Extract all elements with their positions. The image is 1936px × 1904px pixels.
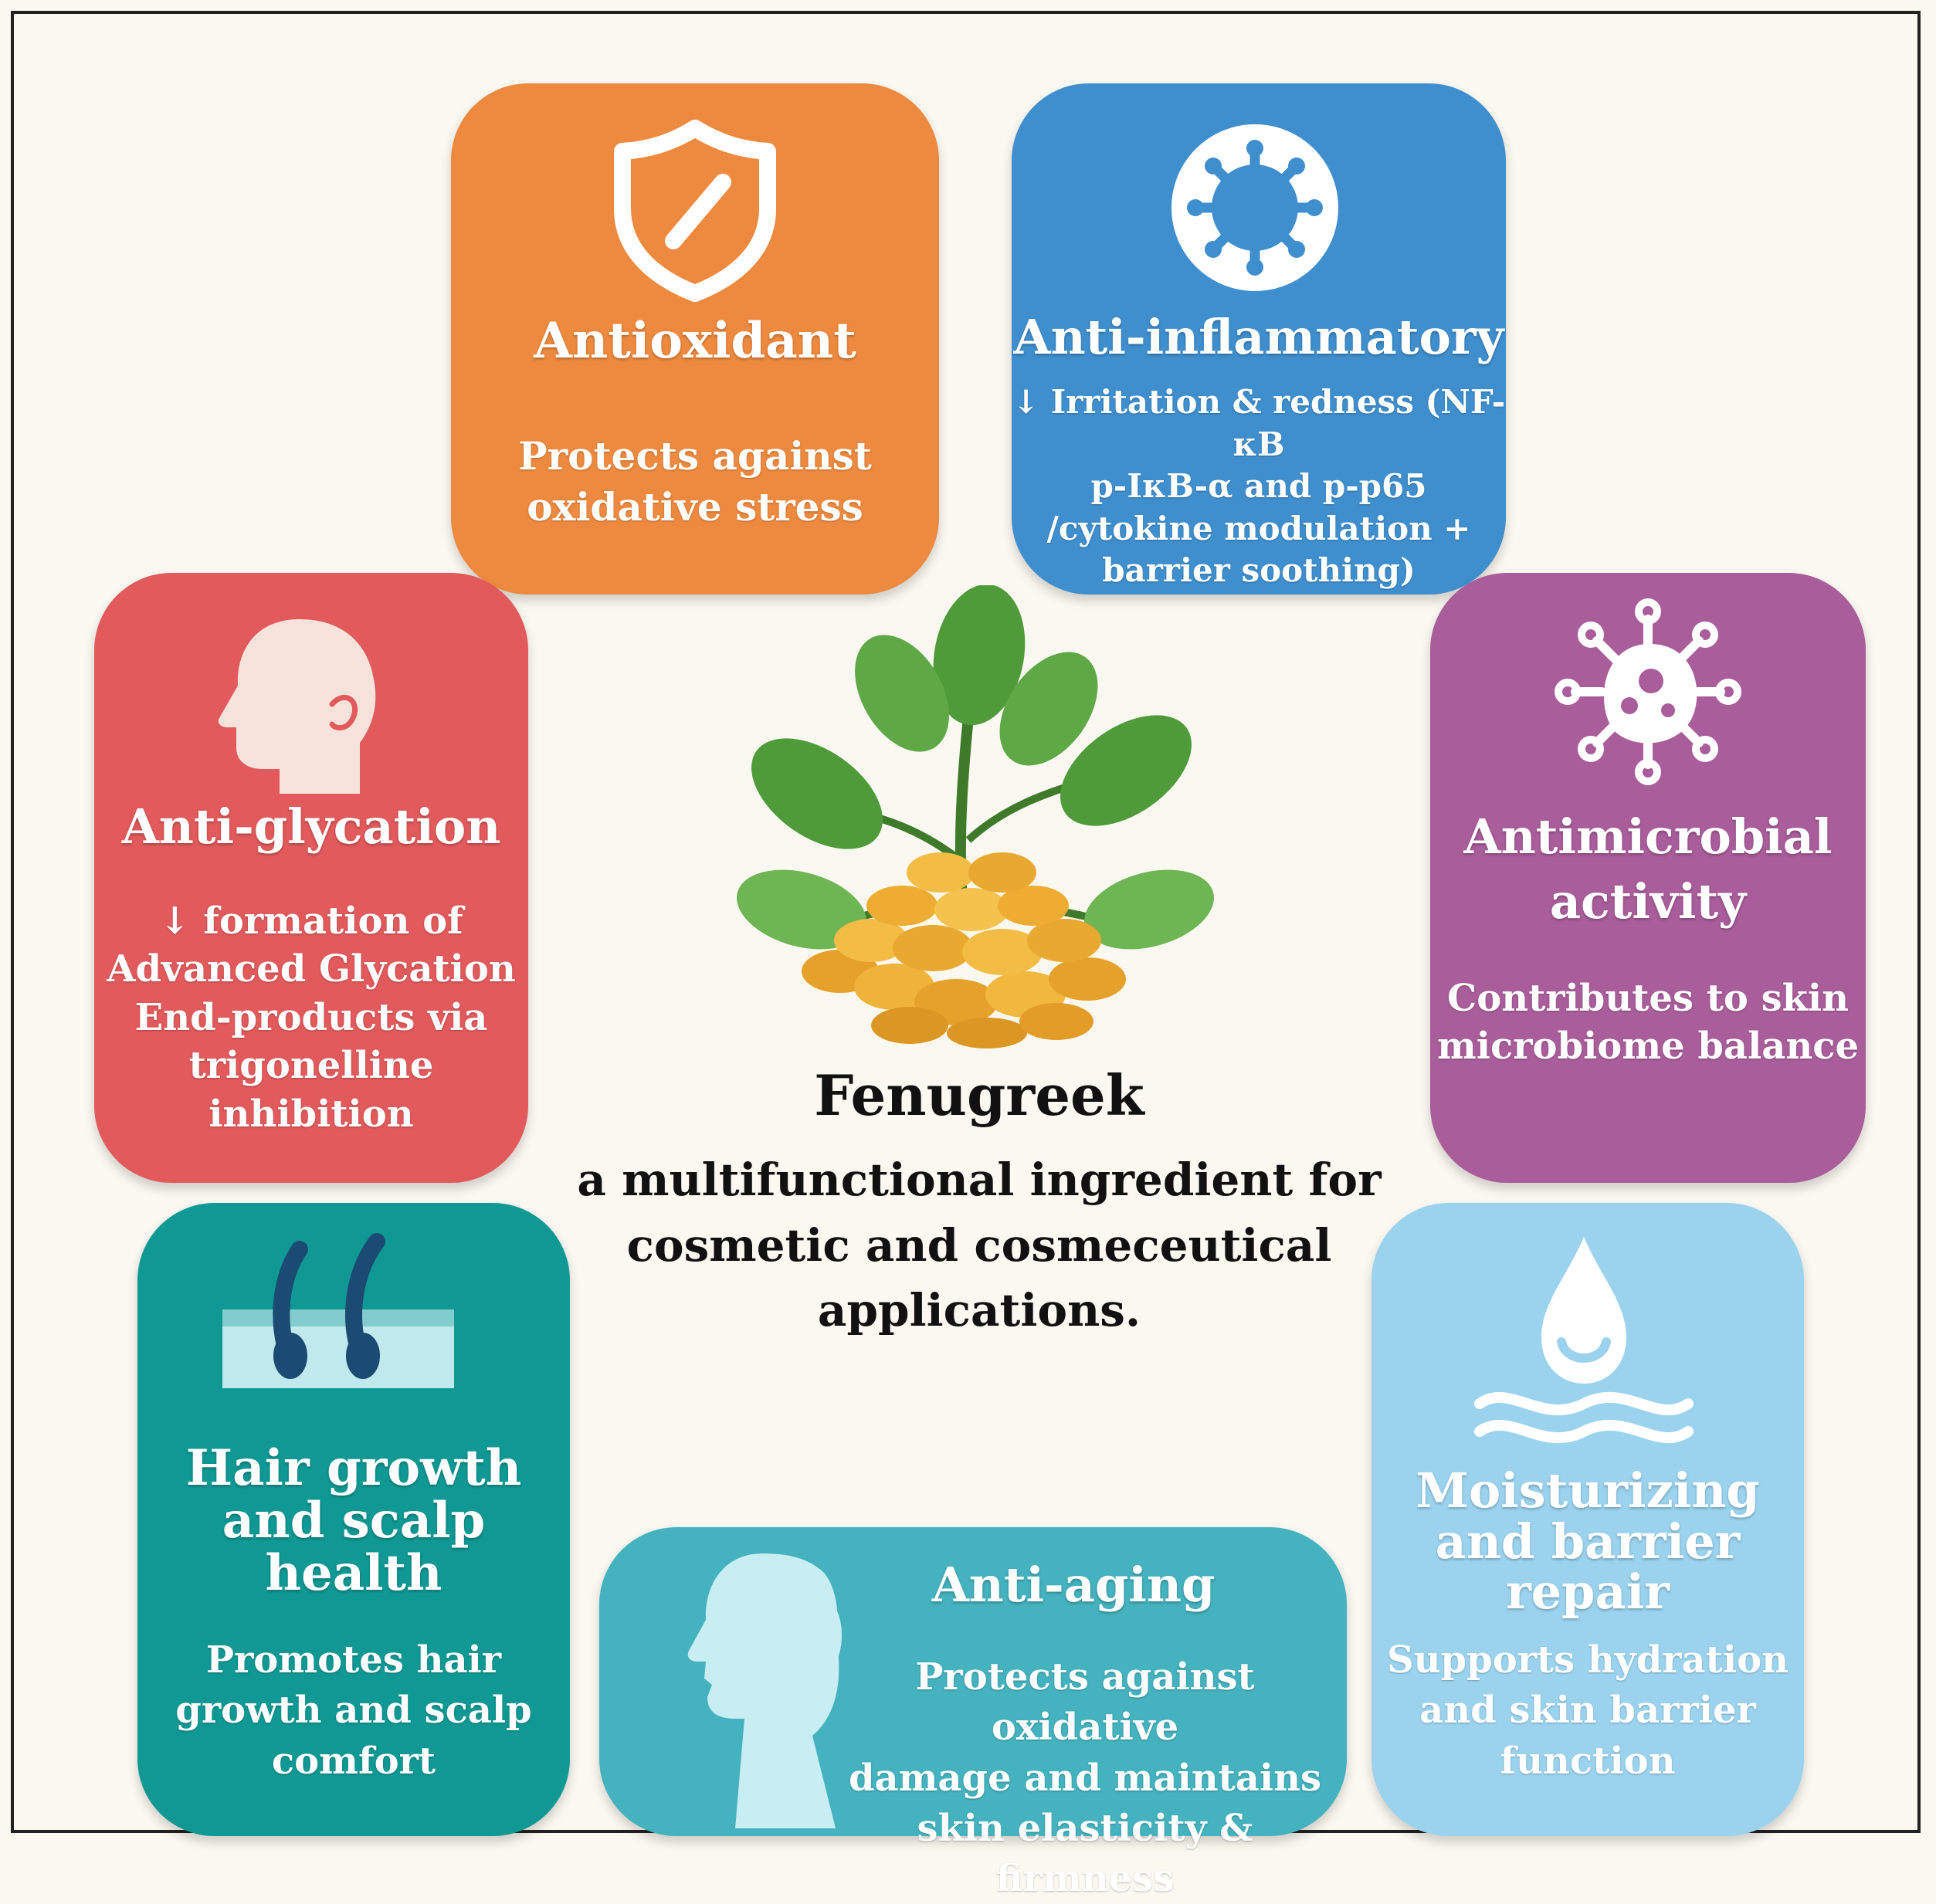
card-title: Anti-glycation [121,798,501,855]
fenugreek-plant-icon [737,585,1214,1049]
card-description: Supports hydration and skin barrier func… [1387,1638,1789,1783]
card-anti-glycation: Anti-glycation ↓ formation of Advanced G… [94,573,528,1183]
card-description: ↓ formation of Advanced Glycation End-pr… [107,899,516,1136]
center-title: Fenugreek [814,1062,1144,1128]
card-title: Antioxidant [534,312,856,370]
card-title: Anti-aging [931,1557,1216,1613]
card-hair-growth: Hair growth and scalp health Promotes ha… [137,1203,570,1836]
card-description: Promotes hair growth and scalp comfort [175,1638,532,1783]
woman-profile-icon [687,1553,842,1828]
card-title: Anti-inflammatory [1013,309,1504,365]
card-description: Protects against oxidative stress [518,433,872,530]
center-subtitle: a multifunctional ingredient for cosmeti… [577,1154,1382,1337]
seed-pile [802,852,1126,1049]
diagram-canvas: Antioxidant Protects against oxidative s… [11,11,1921,1900]
head-profile-icon [218,619,376,794]
card-title: Moisturizing and barrier repair [1416,1462,1760,1621]
card-description: ↓ Irritation & redness (NF-κB p-IκB-α an… [1012,383,1506,590]
card-description: Protects against oxidative damage and ma… [848,1655,1322,1901]
shield-icon [614,120,776,302]
microbe-icon [1555,598,1741,785]
card-anti-aging: Anti-aging Protects against oxidative da… [599,1527,1347,1900]
card-title: Antimicrobial activity [1463,808,1833,930]
card-description: Contributes to skin microbiome balance [1436,977,1860,1069]
card-anti-inflammatory: Anti-inflammatory ↓ Irritation & redness… [1012,83,1506,595]
card-title: Hair growth and scalp health [185,1439,522,1602]
inflammation-cell-icon [1171,124,1338,291]
card-moisturizing: Moisturizing and barrier repair Supports… [1371,1203,1804,1836]
card-antimicrobial: Antimicrobial activity Contributes to sk… [1430,573,1866,1183]
hair-follicle-icon [222,1233,454,1388]
card-antioxidant: Antioxidant Protects against oxidative s… [451,83,939,595]
water-drop-icon [1474,1237,1694,1444]
